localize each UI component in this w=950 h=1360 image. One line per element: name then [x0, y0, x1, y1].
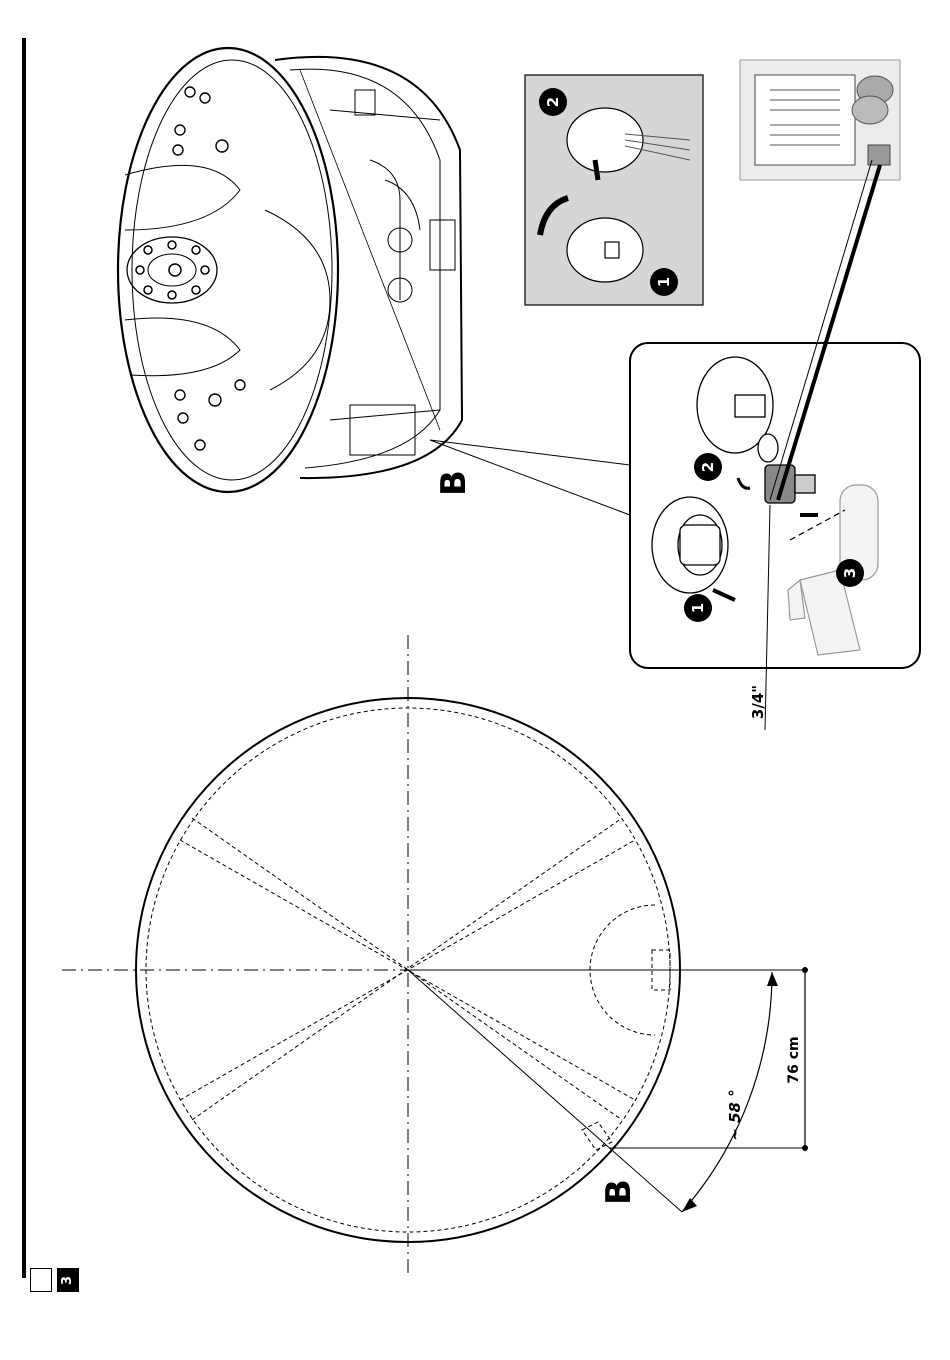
- connection-detail-panel: 1 2 3 3/4": [630, 343, 920, 730]
- angle-radius-line: [408, 970, 682, 1212]
- plan-point-label: B: [599, 1179, 639, 1205]
- thread-size-label: 3/4": [749, 685, 767, 719]
- spa-point-label: B: [434, 470, 474, 496]
- floor-plan: ~ 58 ° 76 cm B: [62, 635, 808, 1275]
- pencil-note-icon: [30, 1268, 52, 1292]
- cap-step-2: 2: [544, 97, 562, 107]
- detail-step-2: 2: [699, 462, 717, 472]
- detail-step-3: 3: [841, 568, 859, 578]
- support-lines: [180, 818, 670, 1150]
- plan-distance-label: 76 cm: [786, 1036, 802, 1083]
- margin-bar: [22, 38, 26, 1278]
- cap-step-1: 1: [655, 277, 673, 287]
- cap-detail-panel: 2 1: [525, 75, 703, 305]
- detail-step-1: 1: [689, 603, 707, 613]
- page-number: 3: [57, 1268, 79, 1292]
- plan-angle-label: ~ 58 °: [726, 1089, 744, 1140]
